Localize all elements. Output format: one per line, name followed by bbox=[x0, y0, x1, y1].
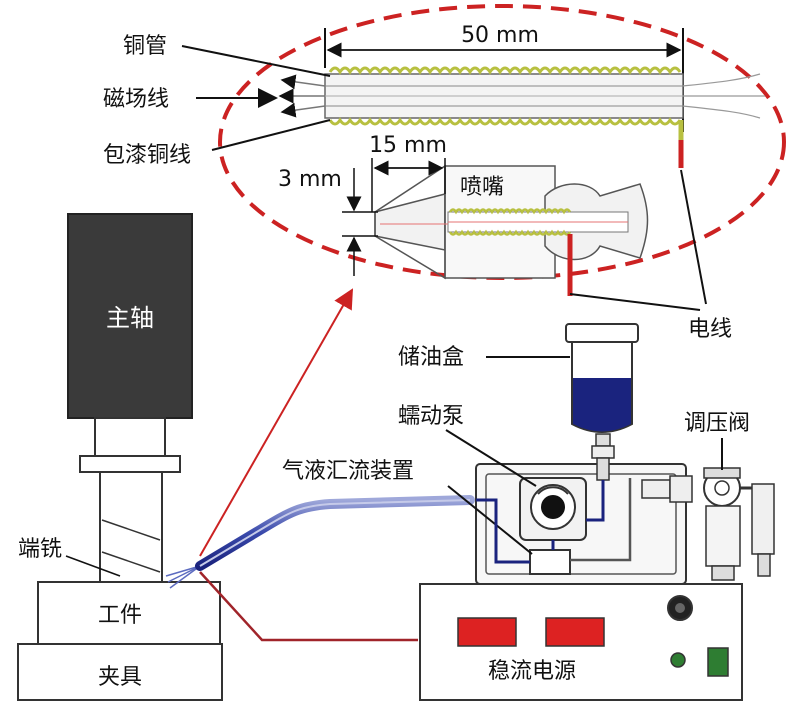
leader-wire-2 bbox=[680, 169, 707, 305]
power-wire bbox=[199, 571, 418, 642]
label-regulator: 调压阀 bbox=[684, 411, 750, 436]
spindle bbox=[67, 213, 193, 583]
oil-reservoir bbox=[565, 323, 639, 481]
display-right bbox=[545, 617, 605, 647]
leader-coated-wire bbox=[211, 119, 331, 151]
pressure-regulator bbox=[641, 467, 775, 581]
leader-mixer bbox=[447, 485, 533, 555]
dimension-3mm: 3 mm bbox=[278, 167, 378, 276]
equipment-frame-inner bbox=[485, 473, 677, 575]
detail-callout-arrow bbox=[199, 288, 353, 557]
nozzle-spray bbox=[165, 565, 201, 589]
dimension-3mm-label: 3 mm bbox=[278, 167, 342, 192]
label-nozzle: 喷嘴 bbox=[460, 175, 504, 200]
nozzle-detail bbox=[374, 164, 649, 296]
coolant-hose-highlight bbox=[199, 499, 471, 567]
workpiece bbox=[37, 581, 221, 645]
label-copper-tube: 铜管 bbox=[123, 34, 167, 59]
indicator-light bbox=[670, 652, 686, 668]
label-field-lines: 磁场线 bbox=[103, 87, 169, 112]
fixture bbox=[17, 643, 223, 701]
power-supply bbox=[419, 583, 743, 701]
tube-air-to-mixer bbox=[570, 478, 632, 562]
dimension-50mm-label: 50 mm bbox=[461, 23, 539, 48]
dimension-15mm: 15 mm bbox=[369, 133, 447, 212]
label-mixer: 气液汇流装置 bbox=[282, 459, 414, 484]
label-pump: 蠕动泵 bbox=[398, 404, 464, 429]
label-power-supply: 稳流电源 bbox=[488, 659, 576, 684]
display-left bbox=[457, 617, 517, 647]
leader-end-mill bbox=[65, 555, 121, 577]
coolant-hose bbox=[195, 495, 475, 571]
label-wire: 电线 bbox=[688, 317, 732, 342]
tube-mixer-out bbox=[476, 498, 530, 564]
leader-pump bbox=[445, 429, 537, 487]
copper-tube-coil bbox=[278, 66, 765, 168]
label-spindle: 主轴 bbox=[106, 304, 154, 332]
dimension-50mm: 50 mm bbox=[324, 22, 684, 132]
peristaltic-pump bbox=[519, 477, 587, 541]
gas-liquid-mixer bbox=[529, 549, 571, 575]
label-oil-box: 储油盒 bbox=[398, 345, 464, 370]
dimension-15mm-label: 15 mm bbox=[369, 133, 447, 158]
label-fixture: 夹具 bbox=[98, 665, 142, 690]
tube-oil-to-pump bbox=[586, 480, 605, 522]
leader-wire-1 bbox=[569, 293, 701, 311]
label-end-mill: 端铣 bbox=[18, 537, 62, 562]
power-button[interactable] bbox=[707, 647, 729, 677]
label-workpiece: 工件 bbox=[98, 603, 142, 628]
label-coated-wire: 包漆铜线 bbox=[103, 143, 191, 168]
leader-copper-tube bbox=[181, 45, 331, 77]
